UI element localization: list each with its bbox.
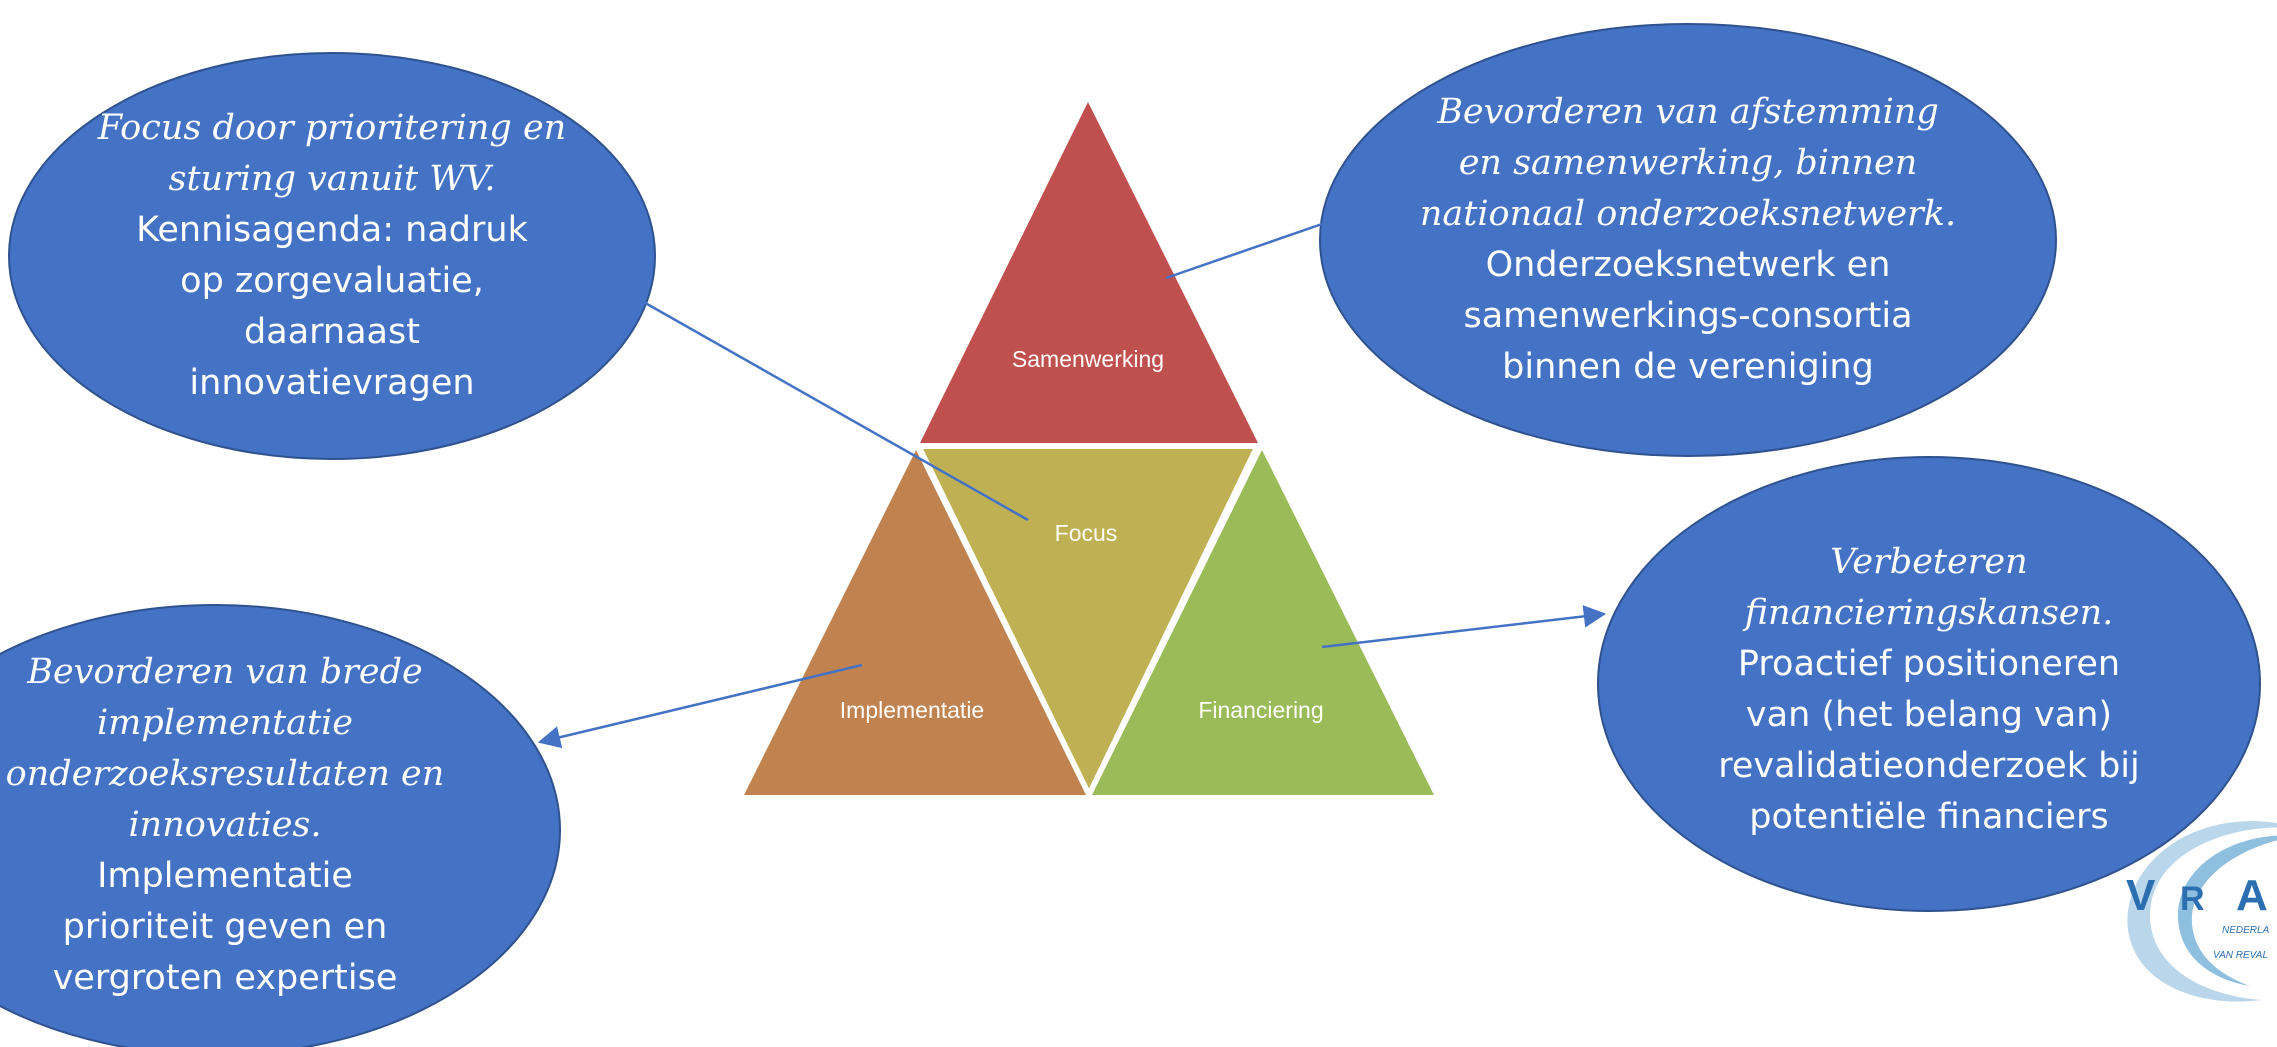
logo-swoosh-accent-icon [2177, 835, 2277, 986]
ellipse-samenwerking-text: Bevorderen van afstemming en samenwerkin… [1388, 80, 1988, 400]
ellipse-focus-text: Focus door prioritering en sturing vanui… [72, 96, 592, 416]
ellipse-implementatie-line-6: prioriteit geven en [62, 906, 388, 947]
label-implementatie: Implementatie [840, 697, 984, 723]
label-samenwerking: Samenwerking [1012, 346, 1164, 372]
logo-subtitle-1: NEDERLA [2222, 925, 2270, 936]
ellipse-financiering-line-3: Proactief positioneren [1737, 644, 2121, 684]
ellipse-implementatie-line-4: innovaties. [128, 804, 322, 845]
ellipse-focus-line-5: daarnaast [244, 312, 420, 352]
logo-letter-a: A [2236, 871, 2268, 920]
logo-letter-v: V [2126, 871, 2156, 920]
ellipse-implementatie-line-2: implementatie [96, 702, 354, 743]
ellipse-financiering-text: Verbeteren financieringskansen. Proactie… [1659, 530, 2199, 850]
logo-letter-r: R [2180, 880, 2205, 918]
ellipse-financiering-line-4: van (het belang van) [1745, 695, 2113, 735]
ellipse-focus [8, 52, 656, 460]
label-financiering: Financiering [1198, 697, 1323, 723]
ellipse-focus-line-6: innovatievragen [189, 363, 475, 403]
ellipse-financiering-line-2: financieringskansen. [1744, 593, 2114, 633]
ellipse-financiering-line-5: revalidatieonderzoek bij [1718, 746, 2140, 786]
ellipse-implementatie-text: Bevorderen van brede implementatie onder… [0, 640, 450, 1010]
triangle-financiering [1092, 450, 1434, 795]
ellipse-implementatie-line-7: vergroten expertise [52, 957, 398, 998]
ellipse-samenwerking-line-6: binnen de vereniging [1502, 347, 1874, 387]
ellipse-implementatie [0, 604, 561, 1047]
ellipse-implementatie-line-3: onderzoeksresultaten en [5, 753, 445, 794]
logo-subtitle-2: VAN REVAL [2213, 950, 2268, 961]
ellipse-implementatie-line-5: Implementatie [97, 855, 353, 896]
ellipse-samenwerking-line-5: samenwerkings-consortia [1463, 296, 1913, 336]
vra-logo: V R A NEDERLA VAN REVAL [2126, 821, 2277, 1002]
arrow-financiering [1321, 605, 1607, 649]
logo-swoosh-icon [2127, 821, 2277, 1002]
ellipse-samenwerking-line-2: en samenwerking, binnen [1458, 143, 1918, 183]
ellipse-samenwerking-line-1: Bevorderen van afstemming [1437, 92, 1939, 132]
arrow-implementatie [537, 663, 863, 749]
triangle-samenwerking [920, 102, 1258, 443]
ellipse-samenwerking [1319, 23, 2057, 457]
triangle-implementatie [744, 450, 1086, 795]
ellipse-samenwerking-line-4: Onderzoeksnetwerk en [1485, 245, 1891, 285]
ellipse-implementatie-line-1: Bevorderen van brede [27, 651, 423, 692]
ellipse-focus-line-1: Focus door prioritering en [97, 108, 567, 148]
connector-focus [639, 298, 1029, 522]
triangle-focus [916, 445, 1260, 798]
ellipse-financiering-line-6: potentiële financiers [1749, 797, 2109, 837]
ellipse-focus-line-3: Kennisagenda: nadruk [136, 210, 528, 250]
ellipse-financiering [1597, 456, 2261, 912]
ellipse-focus-line-2: sturing vanuit WV. [168, 159, 496, 199]
ellipse-samenwerking-line-3: nationaal onderzoeksnetwerk. [1419, 194, 1957, 234]
label-focus: Focus [1055, 520, 1118, 546]
connector-samenwerking [1165, 222, 1323, 280]
ellipse-financiering-line-1: Verbeteren [1830, 542, 2028, 582]
ellipse-focus-line-4: op zorgevaluatie, [180, 261, 484, 301]
